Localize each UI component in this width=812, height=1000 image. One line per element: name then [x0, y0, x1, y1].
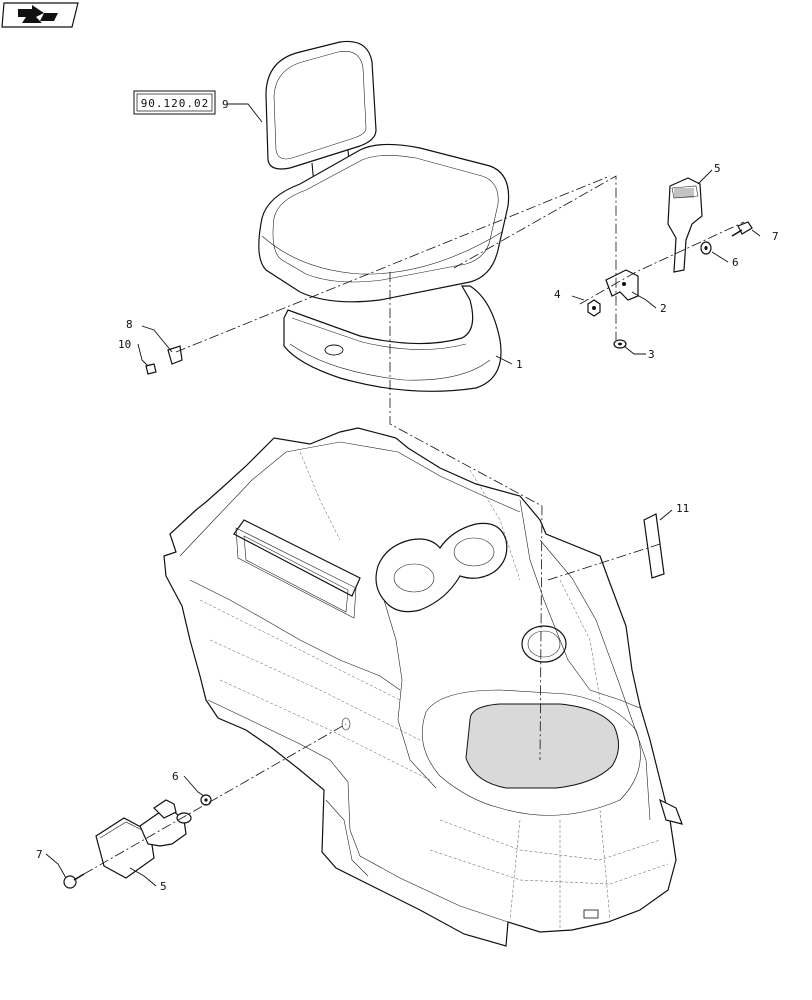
- clip-8: [167, 345, 183, 365]
- nut-4: [587, 299, 601, 317]
- callout-9[interactable]: 9: [222, 98, 229, 111]
- callout-7-bottom[interactable]: 7: [36, 848, 43, 861]
- seat-belt-buckle-top: [667, 177, 703, 273]
- callout-6-top[interactable]: 6: [732, 256, 739, 269]
- reference-box-text: 90.120.02: [141, 97, 210, 110]
- console-shell: [163, 427, 683, 947]
- callouts: 9 5 7 6 2 4 3 1 8 10 11 6 7 5: [36, 98, 779, 893]
- callout-3[interactable]: 3: [648, 348, 655, 361]
- callout-1[interactable]: 1: [516, 358, 523, 371]
- washer-6-bottom: [200, 794, 212, 806]
- console-surface-mesh: [199, 451, 669, 930]
- back-arrow-icon[interactable]: [1, 2, 79, 28]
- seat-assembly: [258, 40, 510, 303]
- callout-6-bottom[interactable]: 6: [172, 770, 179, 783]
- callout-11[interactable]: 11: [676, 502, 689, 515]
- callout-8[interactable]: 8: [126, 318, 133, 331]
- bolt-7-bottom: [63, 873, 85, 889]
- screw-10: [145, 363, 157, 375]
- bolt-7-top: [731, 221, 753, 237]
- washer-3: [613, 339, 627, 349]
- callout-4[interactable]: 4: [554, 288, 561, 301]
- callout-2[interactable]: 2: [660, 302, 667, 315]
- reference-box[interactable]: 90.120.02: [133, 90, 216, 115]
- center-lines: [83, 175, 745, 875]
- side-panel: [283, 285, 502, 392]
- bracket: [605, 269, 639, 301]
- callout-10[interactable]: 10: [118, 338, 131, 351]
- callout-5-top[interactable]: 5: [714, 162, 721, 175]
- leader-lines: [45, 103, 761, 887]
- washer-6-top: [700, 241, 712, 255]
- callout-7-top[interactable]: 7: [772, 230, 779, 243]
- seat-belt-buckle-bottom: [95, 799, 192, 879]
- callout-5-bottom[interactable]: 5: [160, 880, 167, 893]
